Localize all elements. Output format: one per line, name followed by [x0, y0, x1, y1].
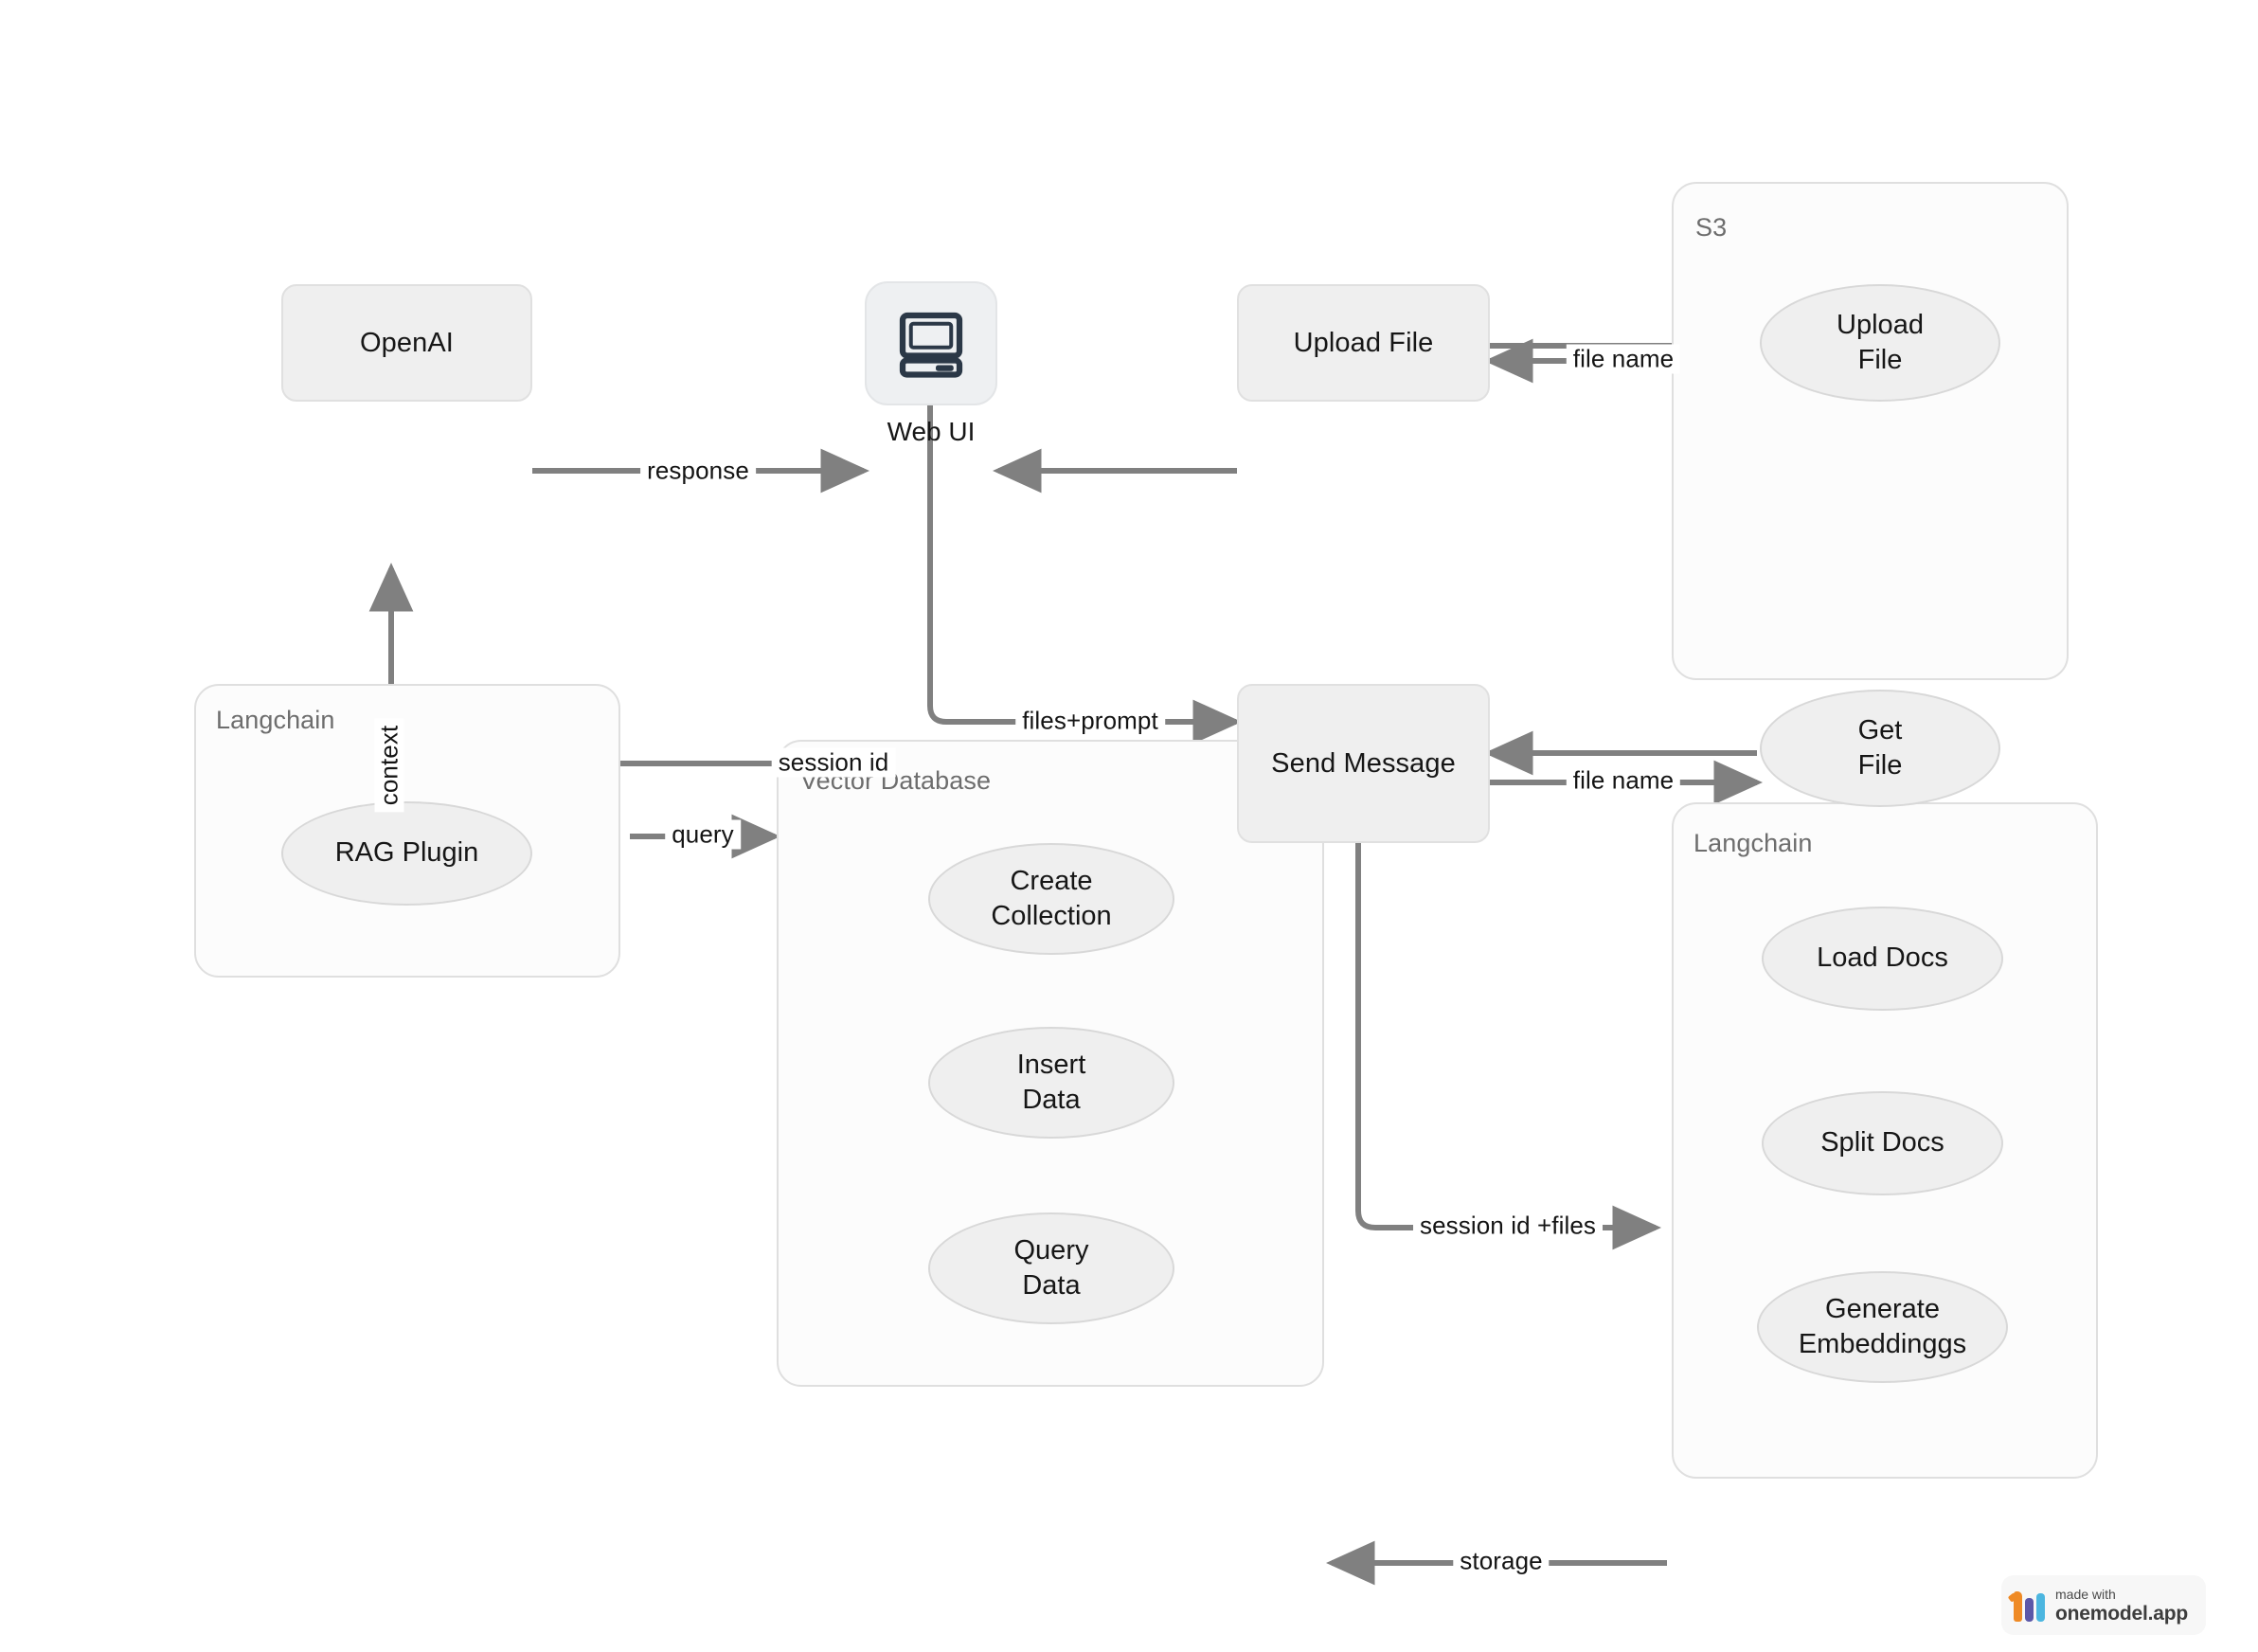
node-s3-get-file[interactable]: Get File [1760, 690, 2000, 807]
edge-label-file-name-get: file name [1566, 765, 1681, 796]
node-upload-file-action[interactable]: Upload File [1237, 284, 1490, 402]
node-openai[interactable]: OpenAI [281, 284, 532, 402]
edge-label-context: context [374, 718, 404, 813]
onemodel-logo-icon [2014, 1589, 2045, 1622]
group-s3-title: S3 [1695, 213, 1728, 242]
watermark-made-with: made with [2055, 1586, 2116, 1602]
node-rag-plugin[interactable]: RAG Plugin [281, 801, 532, 906]
group-s3 [1672, 182, 2069, 680]
edge-label-file-name-upload: file name [1566, 344, 1681, 374]
node-query-data[interactable]: Query Data [928, 1212, 1174, 1324]
node-load-docs[interactable]: Load Docs [1762, 907, 2003, 1011]
edge-label-query: query [665, 819, 741, 850]
node-s3-upload-file[interactable]: Upload File [1760, 284, 2000, 402]
edge-sendmessage-to-langchainright [1355, 843, 1662, 1250]
watermark-badge[interactable]: made with onemodel.app [2001, 1575, 2206, 1635]
node-split-docs[interactable]: Split Docs [1762, 1091, 2003, 1195]
node-web-ui-caption: Web UI [887, 417, 976, 446]
edge-label-session-id: session id [771, 747, 896, 778]
node-web-ui[interactable] [865, 281, 997, 405]
group-langchain-right-title: Langchain [1694, 829, 1813, 857]
edge-label-files-prompt: files+prompt [1015, 706, 1165, 736]
node-generate-embeddings[interactable]: Generate Embeddinggs [1757, 1271, 2008, 1383]
edge-label-session-id-files: session id +files [1413, 1211, 1603, 1241]
desktop-computer-icon [899, 312, 963, 378]
edge-label-storage: storage [1453, 1546, 1550, 1576]
watermark-product-name: onemodel.app [2055, 1602, 2188, 1625]
group-langchain-left-title: Langchain [216, 706, 335, 734]
edge-webui-to-sendmessage [927, 403, 1243, 745]
edge-label-response: response [640, 456, 756, 486]
node-create-collection[interactable]: Create Collection [928, 843, 1174, 955]
node-insert-data[interactable]: Insert Data [928, 1027, 1174, 1139]
node-send-message[interactable]: Send Message [1237, 684, 1490, 843]
